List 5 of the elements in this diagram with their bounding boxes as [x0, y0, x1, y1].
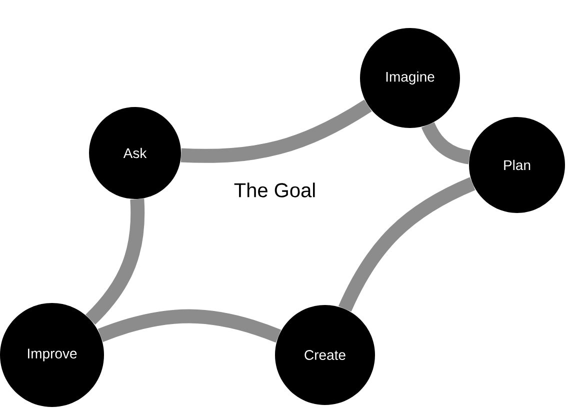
ring-segment — [338, 177, 476, 312]
center-label: The Goal — [234, 182, 315, 198]
ring-segment — [180, 100, 372, 163]
ring-segment — [98, 309, 281, 343]
ring-segment — [85, 198, 145, 325]
